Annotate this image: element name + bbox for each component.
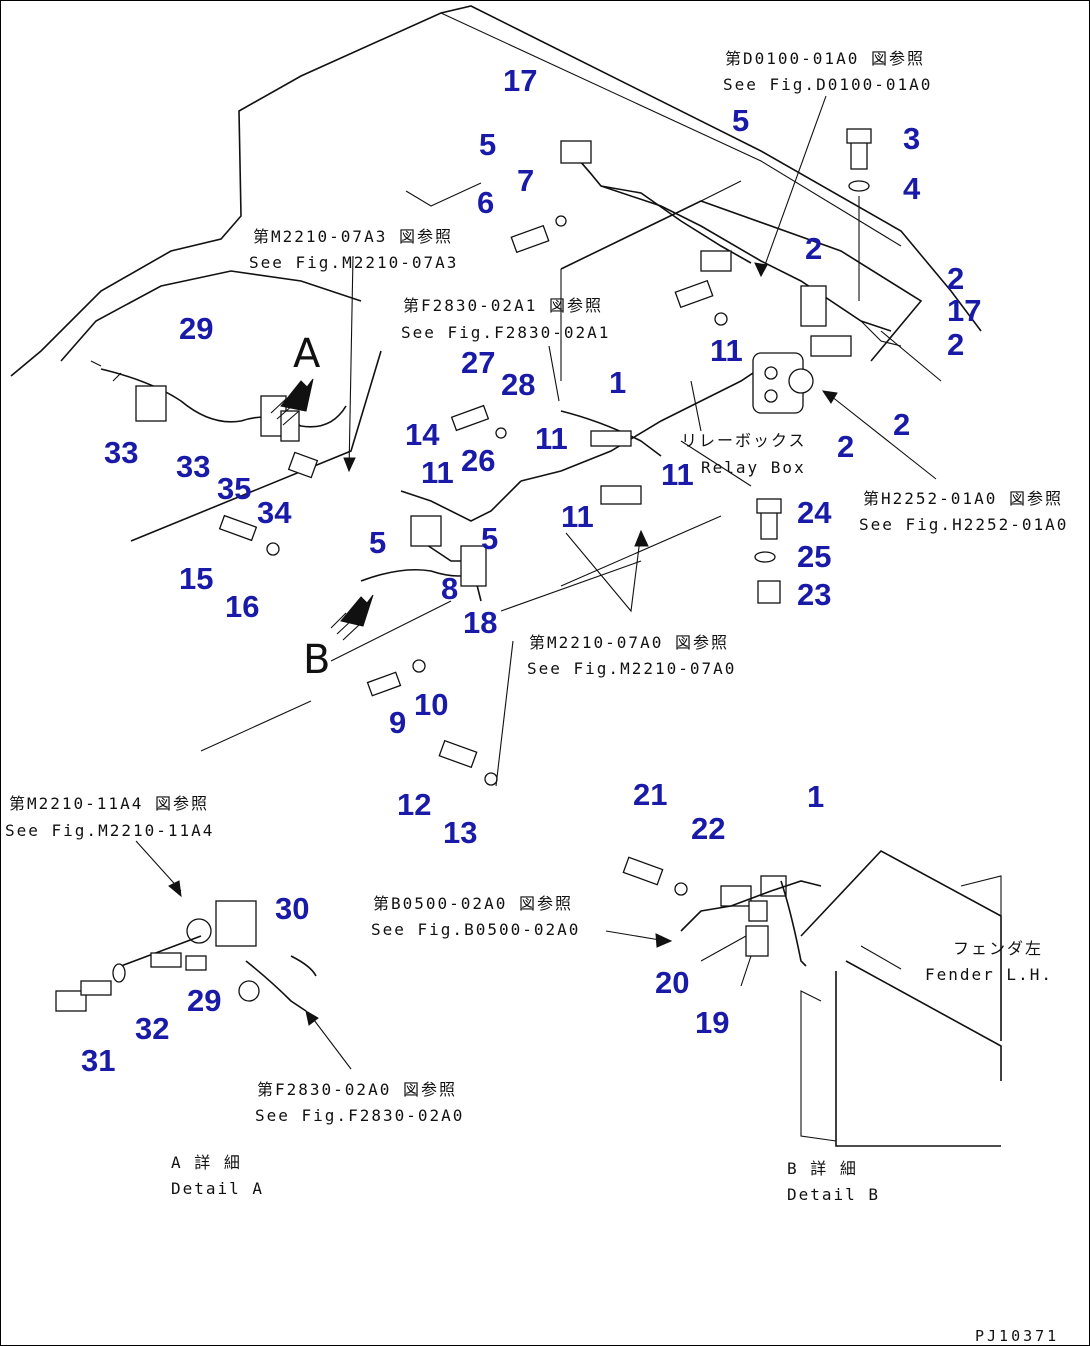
callout-15: 15	[179, 561, 214, 596]
callout-25: 25	[797, 539, 832, 574]
callout-26: 26	[461, 443, 496, 478]
ref-b0500-en: See Fig.B0500-02A0	[371, 920, 581, 939]
callout-2: 2	[947, 327, 965, 362]
callout-7: 7	[517, 163, 535, 198]
callout-24: 24	[797, 495, 832, 530]
callout-5: 5	[369, 525, 387, 560]
callout-17: 17	[947, 293, 982, 328]
callout-1: 1	[609, 365, 627, 400]
ref-f2830-02a1-en: See Fig.F2830-02A1	[401, 323, 611, 342]
ref-m2210-07a0-en: See Fig.M2210-07A0	[527, 659, 737, 678]
callout-11: 11	[421, 455, 454, 490]
callout-13: 13	[443, 815, 478, 850]
callout-32: 32	[135, 1011, 170, 1046]
callout-5: 5	[479, 127, 497, 162]
callout-21: 21	[633, 777, 668, 812]
callout-29: 29	[187, 983, 222, 1018]
callout-17: 17	[503, 63, 538, 98]
drawing-code: PJ10371	[975, 1327, 1060, 1345]
callout-22: 22	[691, 811, 726, 846]
callout-33: 33	[176, 449, 211, 484]
detail-a-jp: A 詳 細	[171, 1153, 242, 1172]
detail-b-en: Detail B	[787, 1185, 881, 1204]
ref-h2252-jp: 第H2252-01A0 図参照	[863, 489, 1063, 508]
callout-19: 19	[695, 1005, 730, 1040]
callout-4: 4	[903, 171, 921, 206]
callout-31: 31	[81, 1043, 116, 1078]
callout-3: 3	[903, 121, 921, 156]
ref-m2210-07a3-jp: 第M2210-07A3 図参照	[253, 227, 453, 246]
callout-8: 8	[441, 571, 459, 606]
ref-h2252-en: See Fig.H2252-01A0	[859, 515, 1069, 534]
relay-box-jp: リレーボックス	[681, 431, 807, 450]
callout-35: 35	[217, 471, 252, 506]
callout-10: 10	[414, 687, 449, 722]
callout-1: 1	[807, 779, 825, 814]
callout-2: 2	[805, 231, 823, 266]
callout-30: 30	[275, 891, 310, 926]
callout-6: 6	[477, 185, 495, 220]
callout-20: 20	[655, 965, 690, 1000]
ref-m2210-11a4-jp: 第M2210-11A4 図参照	[9, 794, 209, 813]
callout-2: 2	[893, 407, 911, 442]
callout-11: 11	[561, 499, 594, 534]
ref-d0100-en: See Fig.D0100-01A0	[723, 75, 933, 94]
ref-m2210-07a0-jp: 第M2210-07A0 図参照	[529, 633, 729, 652]
ref-m2210-11a4-en: See Fig.M2210-11A4	[5, 821, 215, 840]
callout-18: 18	[463, 605, 498, 640]
callout-11: 11	[710, 333, 743, 368]
view-label-b: B	[303, 637, 331, 683]
fender-en: Fender L.H.	[925, 965, 1053, 984]
callout-33: 33	[104, 435, 139, 470]
detail-a-en: Detail A	[171, 1179, 265, 1198]
callout-2: 2	[837, 429, 855, 464]
callout-9: 9	[389, 705, 407, 740]
callout-27: 27	[461, 345, 496, 380]
callout-2: 2	[947, 261, 965, 296]
callout-34: 34	[257, 495, 292, 530]
callout-11: 11	[535, 421, 568, 456]
fender-jp: フェンダ左	[953, 939, 1044, 958]
view-label-a: A	[293, 331, 321, 377]
callout-12: 12	[397, 787, 432, 822]
callout-11: 11	[661, 457, 694, 492]
ref-b0500-jp: 第B0500-02A0 図参照	[373, 894, 573, 913]
ref-m2210-07a3-en: See Fig.M2210-07A3	[249, 253, 459, 272]
ref-d0100-jp: 第D0100-01A0 図参照	[725, 49, 925, 68]
detail-b-jp: B 詳 細	[787, 1159, 858, 1178]
relay-box-en: Relay Box	[701, 458, 806, 477]
callout-16: 16	[225, 589, 260, 624]
callout-29: 29	[179, 311, 214, 346]
callout-14: 14	[405, 417, 440, 452]
callout-23: 23	[797, 577, 832, 612]
ref-f2830-02a0-en: See Fig.F2830-02A0	[255, 1106, 465, 1125]
ref-f2830-02a1-jp: 第F2830-02A1 図参照	[403, 296, 603, 315]
callout-5: 5	[481, 521, 499, 556]
callout-28: 28	[501, 367, 536, 402]
callout-5: 5	[732, 103, 750, 138]
ref-f2830-02a0-jp: 第F2830-02A0 図参照	[257, 1080, 457, 1099]
